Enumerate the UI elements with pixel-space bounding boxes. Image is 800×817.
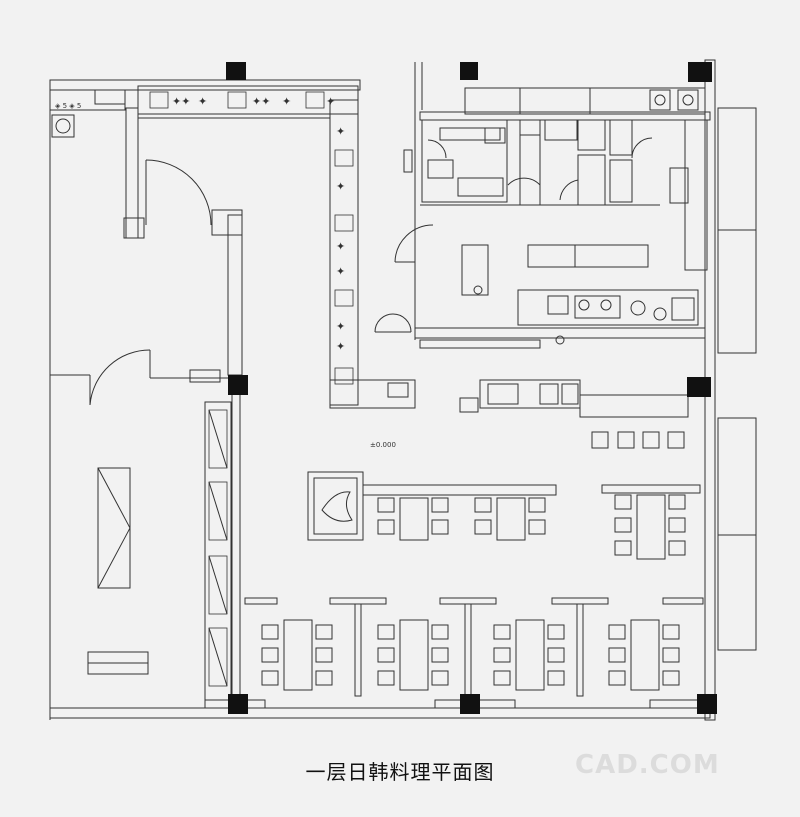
service-counter (459, 379, 689, 449)
svg-text:✦: ✦ (198, 95, 207, 108)
elevation-mark: ±0.000 (370, 441, 396, 449)
table-upper-1 (377, 497, 449, 541)
booth-dividers (244, 597, 704, 697)
watermark: CAD.COM (575, 750, 720, 780)
south-wall (49, 699, 711, 719)
svg-text:✦✦: ✦✦ (252, 95, 270, 108)
svg-text:✦: ✦ (336, 320, 345, 333)
table-lower-2 (377, 619, 449, 691)
table-upper-2 (474, 497, 546, 541)
svg-text:◈ 5 ◈ 5: ◈ 5 ◈ 5 (55, 102, 81, 110)
svg-text:✦: ✦ (336, 125, 345, 138)
facade (704, 59, 757, 721)
table-lower-4 (608, 619, 680, 691)
table-upper-3 (614, 494, 686, 560)
svg-text:✦: ✦ (336, 180, 345, 193)
table-lower-3 (493, 619, 565, 691)
svg-text:✦: ✦ (282, 95, 291, 108)
dining-west-wall (189, 369, 241, 701)
svg-text:✦: ✦ (336, 340, 345, 353)
table-lower-1 (261, 619, 333, 691)
svg-text:✦✦: ✦✦ (172, 95, 190, 108)
sushi-counter: ✦✦✦✦✦ ✦✦ ✦✦✦ ✦✦✦ (137, 85, 416, 409)
kitchen (374, 62, 711, 349)
island-display (307, 471, 701, 541)
structural-columns (226, 62, 717, 714)
left-wing: ◈ 5 ◈ 5 (49, 79, 361, 720)
svg-text:✦: ✦ (326, 95, 335, 108)
svg-text:✦: ✦ (336, 240, 345, 253)
plan-caption: 一层日韩料理平面图 (305, 760, 495, 784)
dining-tables (261, 494, 686, 691)
svg-text:✦: ✦ (336, 265, 345, 278)
